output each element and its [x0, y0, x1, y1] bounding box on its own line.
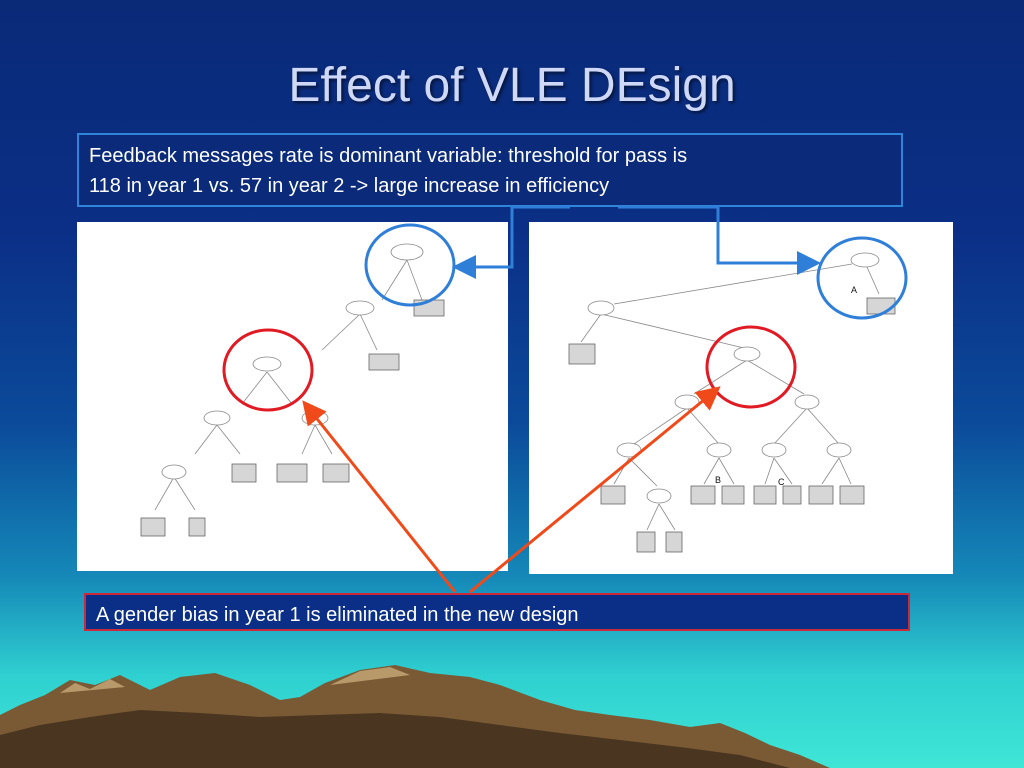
decision-tree-year-2 [529, 222, 953, 574]
decision-tree-year-1 [77, 222, 508, 571]
efficiency-note-line-2: 118 in year 1 vs. 57 in year 2 -> large … [89, 175, 610, 197]
gender-bias-note-box: A gender bias in year 1 is eliminated in… [84, 593, 910, 631]
tree-diagram-year-1 [140, 243, 445, 537]
tree-nodes [568, 252, 896, 553]
efficiency-note-box: Feedback messages rate is dominant varia… [77, 133, 903, 207]
mountain-landscape [0, 665, 830, 768]
tree-nodes [140, 243, 445, 537]
tree-diagram-year-2 [568, 252, 896, 553]
efficiency-note-line-1: Feedback messages rate is dominant varia… [89, 145, 688, 167]
gender-bias-note-text: A gender bias in year 1 is eliminated in… [96, 604, 579, 626]
slide-title: Effect of VLE DEsign [288, 59, 736, 112]
